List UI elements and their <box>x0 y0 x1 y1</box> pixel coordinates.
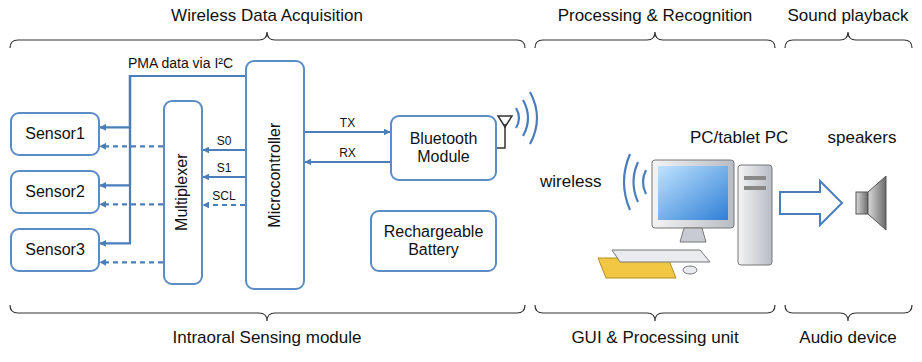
brace <box>785 305 912 321</box>
signal-label: RX <box>338 147 357 160</box>
node-text: Microcontroller <box>266 123 284 228</box>
dashed-connector <box>203 204 245 206</box>
connector <box>305 131 390 133</box>
brace-group <box>10 32 912 321</box>
sensor-box: Sensor1 <box>10 112 100 156</box>
bus-label: PMA data via I²C <box>128 55 233 72</box>
signal-label: TX <box>339 117 356 130</box>
dashed-connector <box>100 261 163 263</box>
antenna-wire <box>497 124 505 148</box>
bluetooth-box: Bluetooth Module <box>390 115 497 181</box>
node-text: Bluetooth Module <box>397 130 490 167</box>
speaker-cone <box>868 176 886 230</box>
connector <box>203 149 245 151</box>
wave <box>624 154 630 210</box>
monitor-stand <box>680 228 706 242</box>
monitor-screen <box>658 166 728 220</box>
device-label: PC/tablet PC <box>690 128 788 148</box>
section-label: GUI & Processing unit <box>571 328 738 348</box>
radio-waves <box>516 92 646 210</box>
connector <box>203 176 245 178</box>
multiplexer-box: Multiplexer <box>163 100 203 285</box>
wireless-label: wireless <box>540 172 601 192</box>
node-text: Sensor2 <box>25 183 85 201</box>
speaker-icon <box>856 176 886 230</box>
keyboard <box>612 250 710 262</box>
device-label: speakers <box>828 128 897 148</box>
hollow-arrow <box>780 181 842 225</box>
signal-label: S1 <box>216 162 233 175</box>
section-title: Processing & Recognition <box>558 6 753 26</box>
section-label: Intraoral Sensing module <box>172 328 361 348</box>
sensor-box: Sensor3 <box>10 228 100 272</box>
microcontroller-box: Microcontroller <box>245 60 305 290</box>
signal-label: SCL <box>211 190 236 203</box>
sensor-box: Sensor2 <box>10 170 100 214</box>
signal-label: S0 <box>216 135 233 148</box>
section-label: Audio device <box>799 328 896 348</box>
drive-slot <box>744 176 766 180</box>
section-title: Wireless Data Acquisition <box>171 6 363 26</box>
brace <box>10 305 525 321</box>
dashed-connector <box>100 145 163 147</box>
node-text: Multiplexer <box>174 154 192 231</box>
connector <box>305 161 390 163</box>
dashed-connector <box>100 203 163 205</box>
mouse <box>683 266 697 274</box>
antenna-head <box>498 116 512 127</box>
wave <box>634 162 639 202</box>
brace <box>785 32 912 48</box>
drive-slot <box>744 186 766 190</box>
battery-box: Rechargeable Battery <box>370 210 497 272</box>
brace <box>10 32 525 48</box>
brace <box>535 32 775 48</box>
section-title: Sound playback <box>788 6 909 26</box>
pc-tower <box>738 165 772 265</box>
antenna-symbol <box>497 116 512 148</box>
node-text: Rechargeable Battery <box>377 223 490 260</box>
wave <box>643 170 646 194</box>
wave <box>516 108 519 128</box>
brace <box>535 305 775 321</box>
node-text: Sensor3 <box>25 241 85 259</box>
wave <box>530 92 537 144</box>
monitor <box>652 160 734 228</box>
node-text: Sensor1 <box>25 125 85 143</box>
wave <box>523 100 528 136</box>
speaker-body <box>856 192 868 214</box>
pc-icon <box>598 160 772 278</box>
